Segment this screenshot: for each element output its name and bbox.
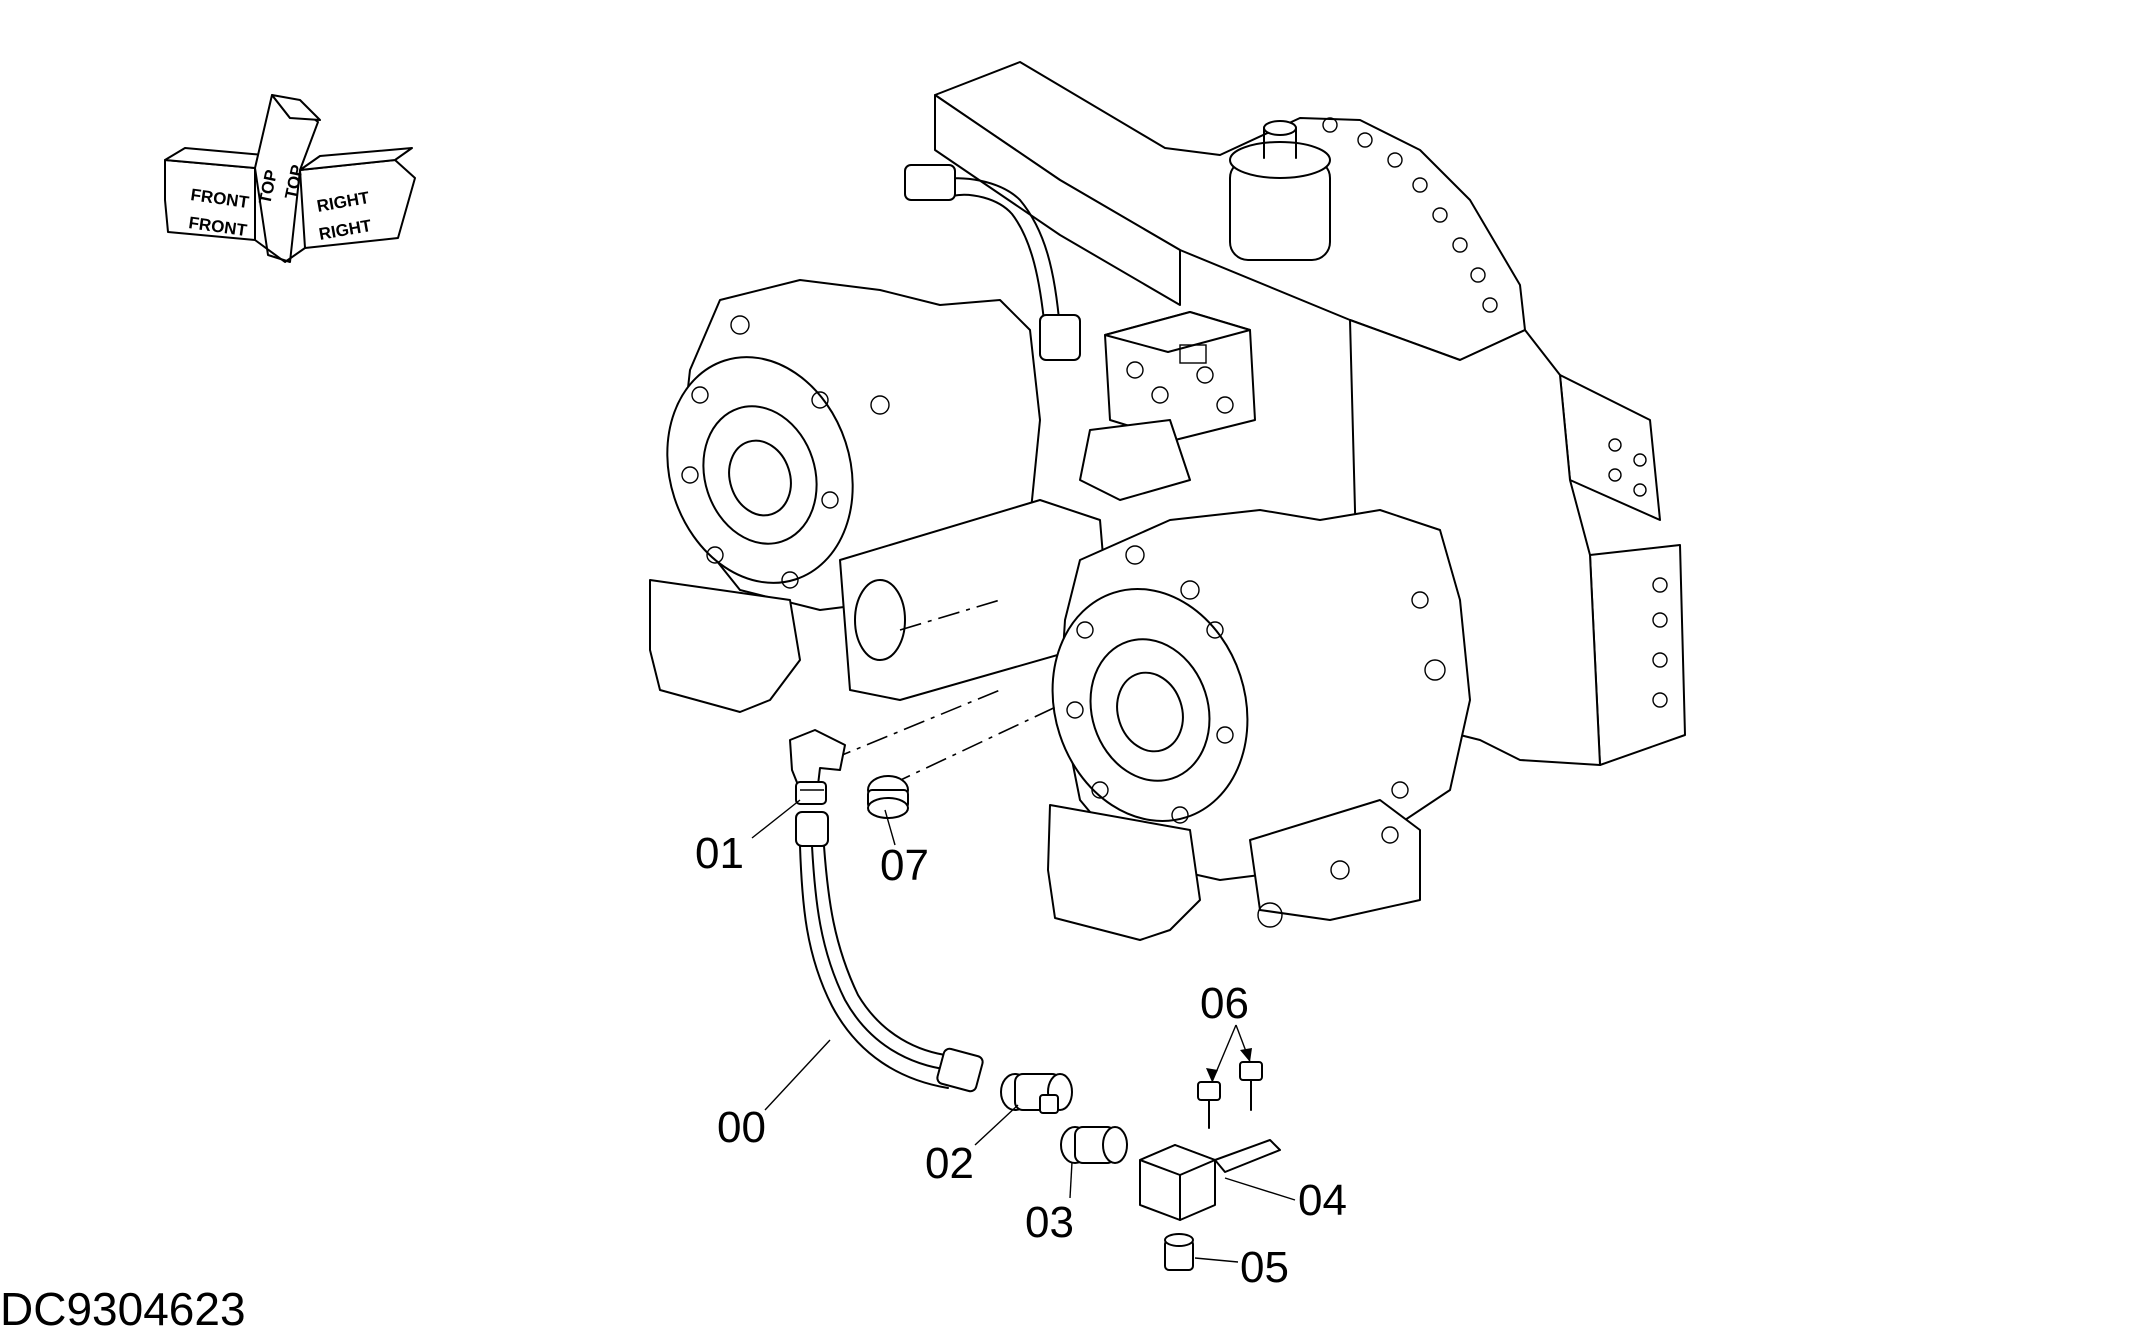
callout-00: 00 [717, 1103, 766, 1152]
part-04-block [1139, 1139, 1281, 1221]
part-06-bolts [1197, 1061, 1263, 1129]
drawing-code: DC9304623 [0, 1283, 246, 1335]
callout-02: 02 [925, 1139, 974, 1188]
leader-lines [751, 799, 1296, 1263]
part-02-swivel [1000, 1073, 1073, 1114]
part-00-hose [795, 811, 984, 1093]
callout-06: 06 [1200, 979, 1249, 1028]
part-07-plug [867, 775, 909, 819]
callout-03: 03 [1025, 1198, 1074, 1247]
pump-assembly [649, 61, 1686, 941]
center-lines [829, 599, 1061, 786]
callout-04: 04 [1298, 1176, 1347, 1225]
part-05-plug [1164, 1233, 1194, 1271]
callout-07: 07 [880, 841, 929, 890]
callout-01: 01 [695, 829, 744, 878]
orientation-icon: FRONT FRONT TOP TOP RIGHT RIGHT [164, 94, 416, 263]
callout-05: 05 [1240, 1243, 1289, 1292]
part-03-adapter [1060, 1126, 1128, 1164]
part-01-elbow [789, 729, 846, 805]
